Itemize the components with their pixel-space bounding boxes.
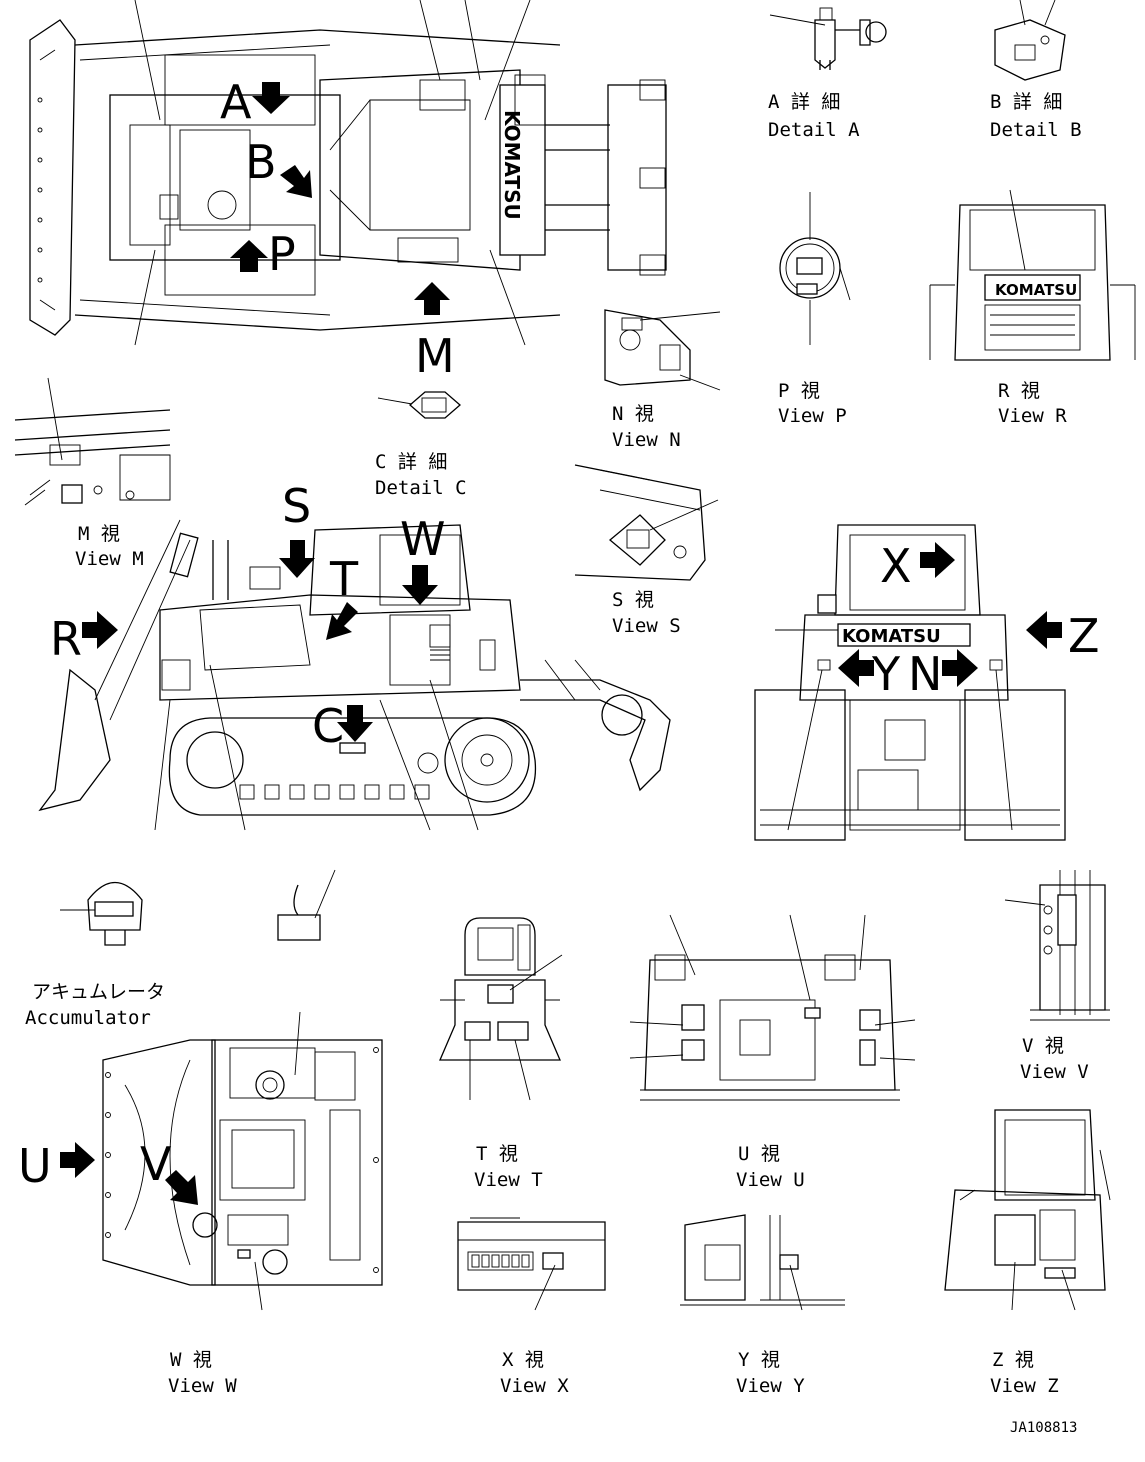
drawing-code: JA108813 [1010,1420,1077,1436]
callout-a: A [220,75,252,129]
accumulator: アキュムレータ Accumulator [25,869,336,1029]
view-v-caption-en: View V [1020,1061,1089,1083]
detail-c: C 詳 細 Detail C [375,391,467,499]
view-p-caption-jp: P 視 [778,380,820,402]
view-p: P 視 View P [778,192,851,427]
callout-n: N [908,647,942,701]
view-t-caption-jp: T 視 [476,1143,518,1165]
callout-b: B [245,135,277,189]
callout-w: W [400,512,445,566]
detail-c-caption-jp: C 詳 細 [375,451,447,473]
arrow-c-icon [337,705,373,742]
view-w: U V W 視 View W [18,1011,383,1397]
callout-t: T [329,552,359,606]
detail-b-caption-jp: B 詳 細 [990,91,1062,113]
arrow-z-icon [1026,611,1062,649]
komatsu-logo-rear: KOMATSU [842,626,941,647]
arrow-r-icon [82,611,118,649]
arrow-m-icon [414,282,450,315]
callout-s: S [282,479,311,533]
callout-v: V [140,1137,172,1191]
view-m-caption-jp: M 視 [78,523,120,545]
view-r: KOMATSU R 視 View R [929,189,1136,427]
view-s: S 視 View S [574,464,719,637]
komatsu-logo-r: KOMATSU [995,281,1077,299]
view-w-caption-en: View W [168,1375,237,1397]
view-u-caption-jp: U 視 [738,1143,780,1165]
arrow-b-icon [280,165,312,198]
detail-a-caption-en: Detail A [768,119,860,141]
detail-a: A 詳 細 Detail A [768,7,887,141]
callout-z: Z [1068,609,1100,663]
view-z-caption-en: View Z [990,1375,1059,1397]
arrow-p-icon [230,240,268,272]
view-m-caption-en: View M [75,548,144,570]
accumulator-caption-jp: アキュムレータ [32,981,165,1003]
view-m: M 視 View M [14,377,171,570]
arrow-w-icon [402,565,438,605]
view-s-caption-en: View S [612,615,681,637]
detail-b-caption-en: Detail B [990,119,1082,141]
view-r-caption-jp: R 視 [998,380,1040,402]
view-x: X 視 View X [457,1217,606,1397]
callout-p: P [268,227,296,281]
view-t-caption-en: View T [474,1169,543,1191]
view-x-caption-jp: X 視 [502,1349,544,1371]
view-y-caption-jp: Y 視 [738,1349,780,1371]
view-r-caption-en: View R [998,405,1067,427]
detail-c-caption-en: Detail C [375,477,467,499]
view-y-caption-en: View Y [736,1375,805,1397]
komatsu-logo-top: KOMATSU [500,110,524,220]
arrow-x-icon [920,542,955,578]
arrow-v-icon [165,1170,198,1205]
arrow-n-icon [942,649,978,687]
view-u-caption-en: View U [736,1169,805,1191]
accumulator-caption-en: Accumulator [25,1007,151,1029]
view-u: U 視 View U [629,914,916,1191]
arrow-y-icon [838,649,874,687]
rear-view: KOMATSU X Z Y N [754,524,1100,841]
view-n-caption-en: View N [612,429,681,451]
view-p-caption-en: View P [778,405,847,427]
view-s-caption-jp: S 視 [612,589,654,611]
arrow-s-icon [279,540,315,578]
callout-y: Y [871,647,901,701]
top-view-plan: KOMATSU A B P M [29,0,667,383]
view-t: T 視 View T [439,917,563,1191]
view-x-caption-en: View X [500,1375,569,1397]
view-n: N 視 View N [604,309,721,451]
callout-m: M [415,329,455,383]
callout-c: C [312,699,344,753]
view-v: V 視 View V [1004,870,1110,1083]
arrow-u-icon [60,1142,95,1178]
callout-x: X [880,539,912,593]
view-w-caption-jp: W 視 [170,1349,212,1371]
view-z: Z 視 View Z [944,1109,1111,1397]
callout-r: R [50,612,82,666]
callout-u: U [18,1139,52,1193]
view-z-caption-jp: Z 視 [992,1349,1034,1371]
view-v-caption-jp: V 視 [1022,1035,1064,1057]
arrow-t-icon [326,602,358,640]
view-n-caption-jp: N 視 [612,403,654,425]
view-y: Y 視 View Y [680,1214,845,1397]
detail-a-caption-jp: A 詳 細 [768,91,840,113]
arrow-a-icon [252,82,290,114]
side-view: R S T W C [38,479,671,831]
detail-b: B 詳 細 Detail B [990,0,1082,141]
